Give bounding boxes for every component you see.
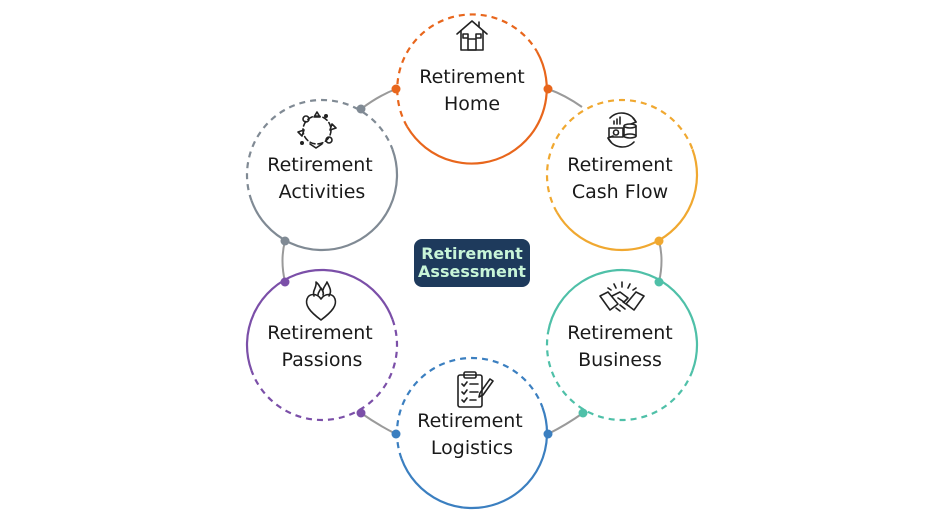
node-business-line1: Retirement xyxy=(567,322,673,344)
node-activities-line2: Activities xyxy=(279,181,366,203)
node-business-solid-arc xyxy=(547,268,699,372)
node-logistics-solid-arc xyxy=(400,406,549,510)
dot-logistics-right xyxy=(543,429,553,439)
node-cash-flow-solid-arc xyxy=(556,148,699,252)
center-title-line2: Assessment xyxy=(418,262,526,281)
node-business-line2: Business xyxy=(578,349,662,371)
node-cash-flow-line1: Retirement xyxy=(567,154,673,176)
node-passions-line2: Passions xyxy=(282,349,363,371)
dot-logistics-left xyxy=(391,429,401,439)
dot-business-bottom xyxy=(578,408,588,418)
center-badge: Retirement Assessment xyxy=(414,239,530,287)
clipboard-checklist-icon xyxy=(457,371,494,408)
node-labels: Retirement Home Retirement Cash Flow Ret… xyxy=(267,66,673,459)
activities-cycle-icon xyxy=(297,111,337,149)
dot-business-top xyxy=(654,277,664,287)
node-home-dashed-arc xyxy=(396,13,538,128)
connector-cashflow-business xyxy=(658,240,663,283)
center-badge-bg xyxy=(414,239,530,287)
house-icon xyxy=(456,20,488,51)
dot-activities-top xyxy=(356,104,366,114)
connector-logistics-passions xyxy=(360,412,397,435)
node-logistics-dashed-arc xyxy=(395,356,544,460)
dot-home-right xyxy=(543,84,553,94)
dot-home-left xyxy=(391,84,401,94)
node-circles xyxy=(245,13,699,510)
connector-business-logistics xyxy=(547,412,584,435)
dot-passions-bottom xyxy=(356,408,366,418)
node-activities-line1: Retirement xyxy=(267,154,373,176)
cash-flow-icon xyxy=(607,112,637,148)
node-cash-flow-dashed-arc xyxy=(545,98,694,214)
node-home-line2: Home xyxy=(444,93,500,115)
node-passions-dashed-arc xyxy=(250,318,399,422)
node-passions-line1: Retirement xyxy=(267,322,373,344)
flaming-heart-icon xyxy=(305,281,337,321)
dot-activities-bottom xyxy=(280,236,290,246)
dot-cashflow-bottom xyxy=(654,236,664,246)
node-home-line1: Retirement xyxy=(419,66,525,88)
node-cash-flow-line2: Cash Flow xyxy=(572,181,668,203)
handshake-icon xyxy=(599,281,645,312)
node-home-solid-arc xyxy=(406,50,548,165)
node-logistics-line2: Logistics xyxy=(431,437,513,459)
center-title-line1: Retirement xyxy=(421,244,523,263)
connection-dots xyxy=(280,84,664,439)
connector-activities-home xyxy=(360,88,397,110)
node-activities-dashed-arc xyxy=(245,98,394,202)
node-business-dashed-arc xyxy=(545,331,694,422)
node-activities-solid-arc xyxy=(250,148,399,252)
connector-home-cashflow xyxy=(547,88,583,108)
connector-passions-activities xyxy=(281,240,286,283)
dot-passions-top xyxy=(280,277,290,287)
node-passions-solid-arc xyxy=(245,268,394,372)
node-logistics-line1: Retirement xyxy=(417,410,523,432)
